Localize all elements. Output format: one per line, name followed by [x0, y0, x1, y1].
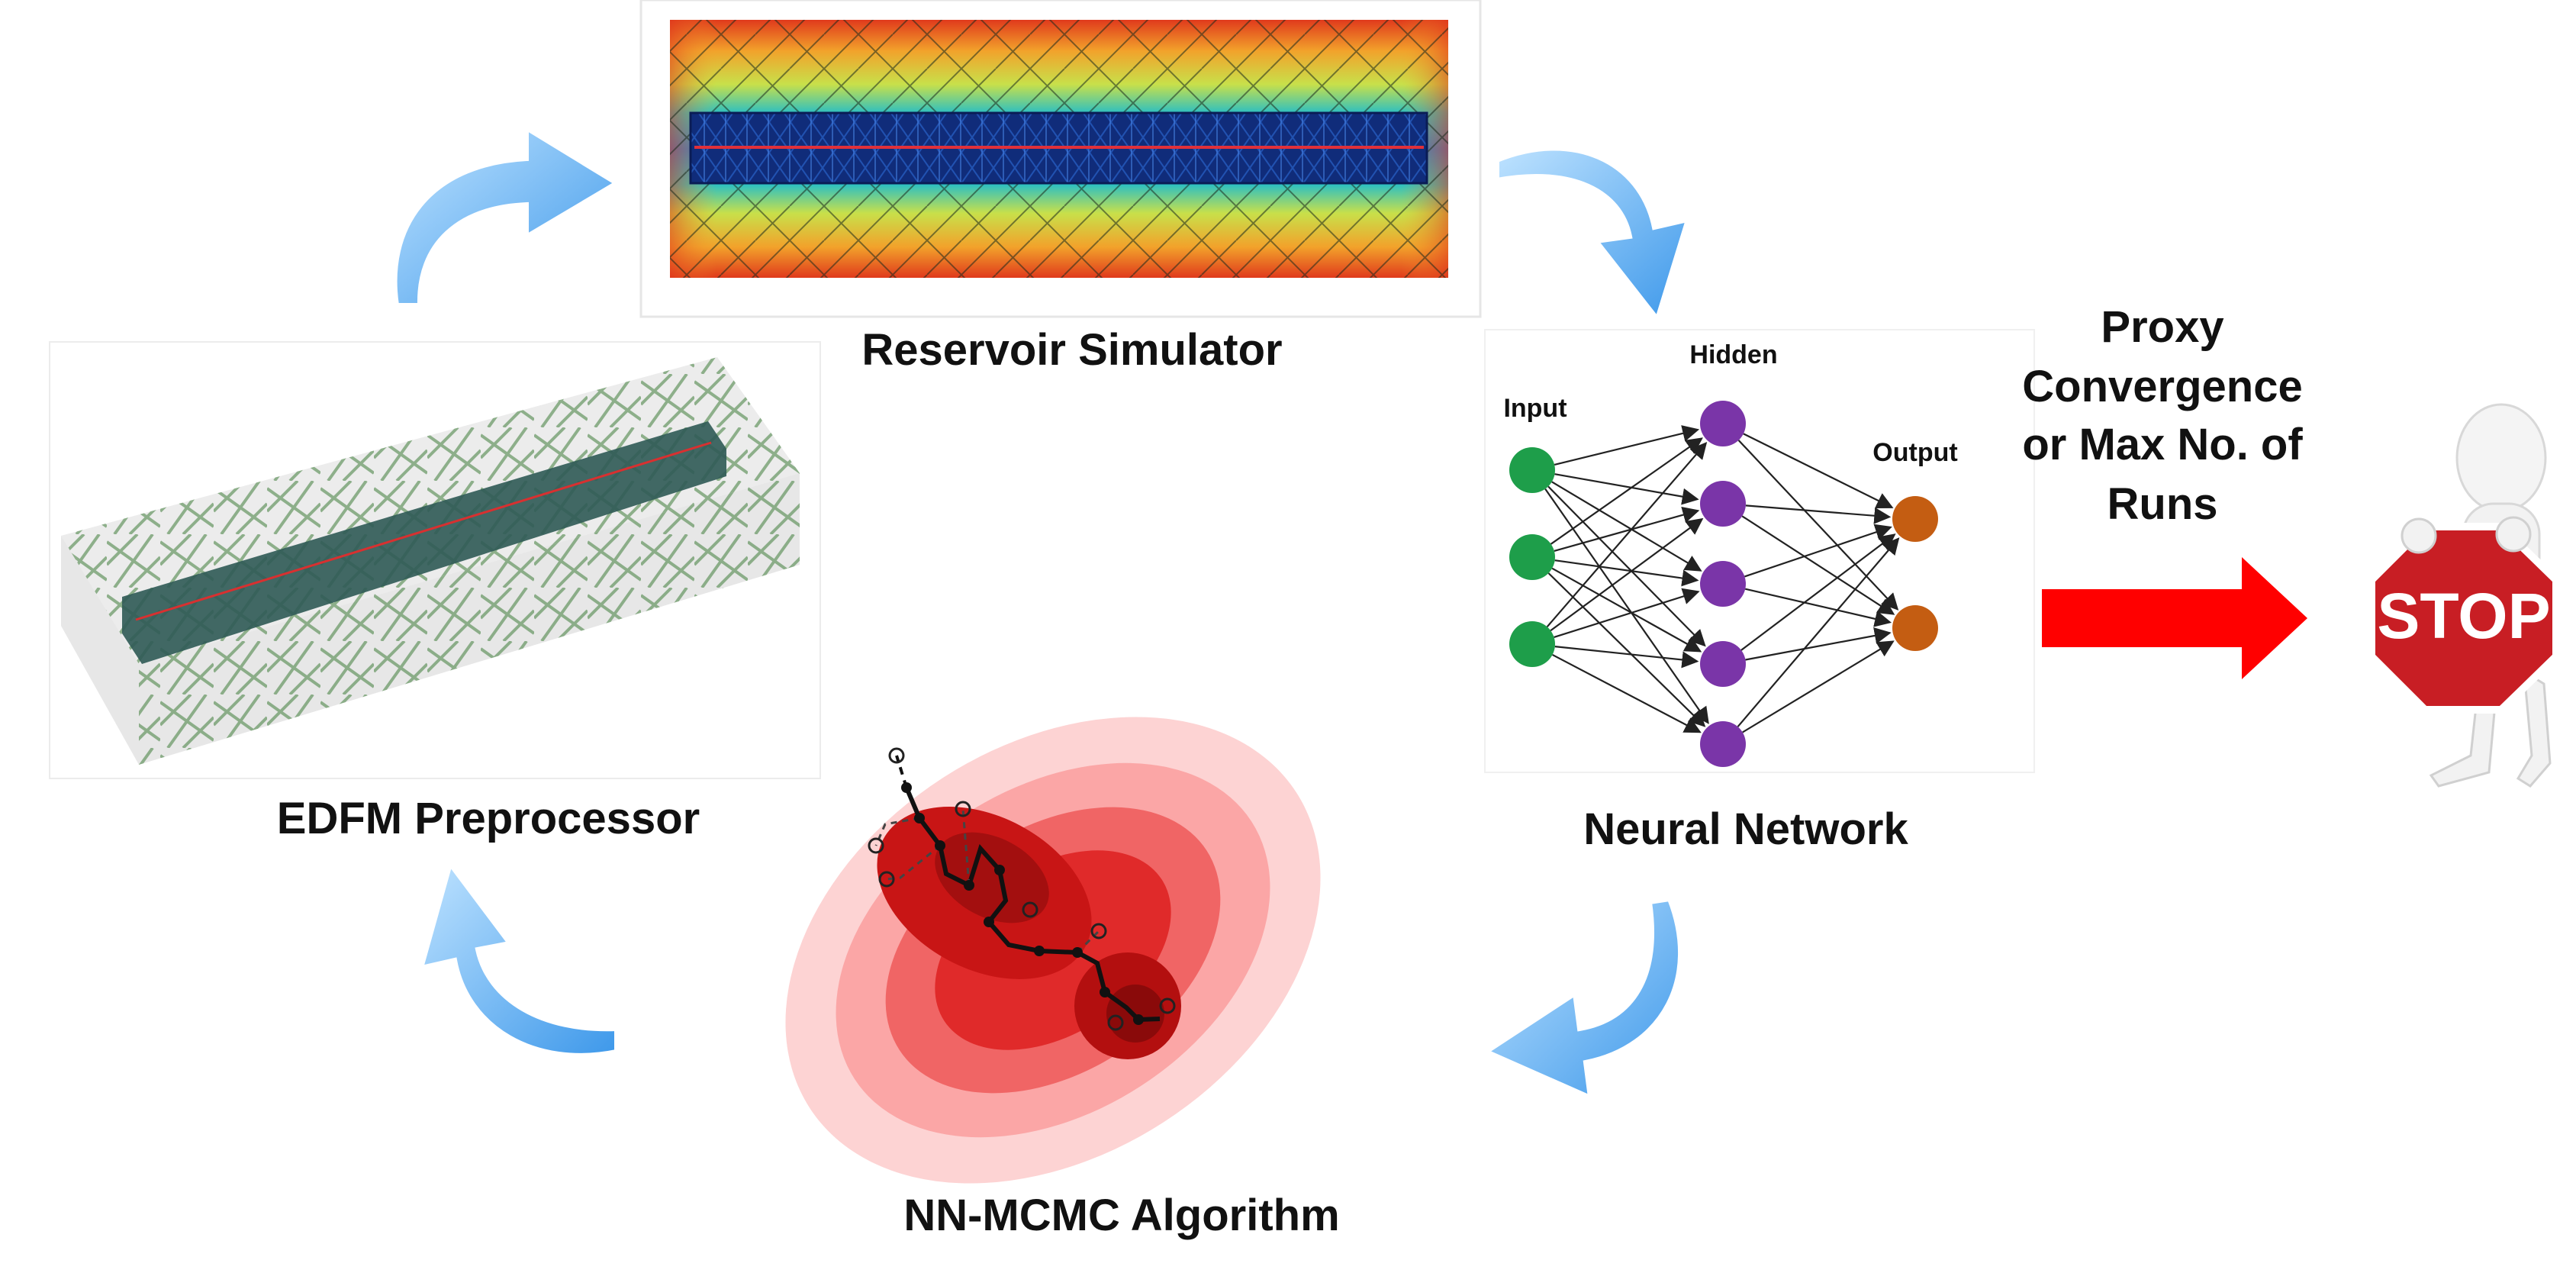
neural-network-panel: Input Hidden Output [1484, 329, 2035, 773]
edfm-preprocessor-label: EDFM Preprocessor [277, 794, 700, 843]
nn-connection [1740, 533, 1896, 651]
nn-connection [1547, 485, 1706, 647]
nn-output-node [1892, 605, 1938, 651]
nn-hidden-label: Hidden [1689, 340, 1777, 369]
cycle-arrow-icon [1495, 146, 1692, 324]
edfm-preprocessor-panel [49, 341, 821, 779]
nn-mcmc-label: NN-MCMC Algorithm [903, 1191, 1339, 1240]
nn-input-node [1509, 621, 1555, 667]
nn-connection [1743, 433, 1894, 508]
nn-connection [1554, 473, 1699, 505]
nn-hidden-node [1700, 481, 1746, 527]
nn-connection [1741, 515, 1895, 615]
cycle-arrow-icon [392, 124, 621, 308]
stop-condition-line-2: Convergence [2022, 362, 2302, 411]
cycle-arrow-icon [417, 859, 619, 1058]
reservoir-simulator-label: Reservoir Simulator [861, 325, 1282, 375]
reservoir-simulator-panel [639, 0, 1482, 318]
nn-hidden-node [1700, 641, 1746, 687]
nn-connection [1547, 572, 1706, 727]
nn-connection [1551, 481, 1702, 572]
nn-connection [1744, 588, 1892, 627]
stop-condition-line-4: Runs [2107, 479, 2218, 529]
neural-network-label: Neural Network [1583, 804, 1908, 854]
nn-connection [1554, 646, 1699, 669]
nn-connection [1745, 627, 1892, 661]
nn-connection [1554, 588, 1700, 639]
nn-input-node [1509, 447, 1555, 493]
nn-connection [1552, 653, 1702, 733]
nn-output-node [1892, 496, 1938, 542]
nn-input-label: Input [1503, 394, 1567, 423]
nn-hidden-node [1700, 721, 1746, 767]
nn-hidden-node [1700, 561, 1746, 607]
nn-connection [1554, 425, 1700, 466]
stop-condition-line-1: Proxy [2101, 302, 2223, 352]
nn-connection [1742, 640, 1895, 733]
mcmc-chain [868, 747, 1176, 1031]
nn-connection [1550, 437, 1703, 545]
nn-connection [1546, 442, 1708, 628]
nn-output-label: Output [1872, 438, 1957, 467]
nn-connection [1551, 567, 1702, 653]
nn-connection [1554, 506, 1700, 552]
nn-connection [1745, 504, 1892, 524]
nn-connection [1744, 524, 1892, 578]
stop-arrow-icon [2042, 557, 2307, 679]
nn-connection [1550, 517, 1704, 632]
nn-connection [1554, 559, 1699, 587]
edfm-fracture-slab [122, 421, 726, 664]
cycle-arrow-icon [1481, 896, 1683, 1101]
nn-hidden-node [1700, 401, 1746, 446]
nn-input-node [1509, 534, 1555, 580]
nn-connection [1544, 488, 1709, 724]
stop-figure-icon: STOP [2368, 403, 2560, 788]
stop-condition-line-3: or Max No. of [2022, 420, 2303, 469]
edfm-wellbore [135, 441, 712, 621]
nn-connection [1737, 440, 1899, 611]
stop-sign-text: STOP [2377, 580, 2550, 652]
nn-connection [1737, 537, 1900, 727]
